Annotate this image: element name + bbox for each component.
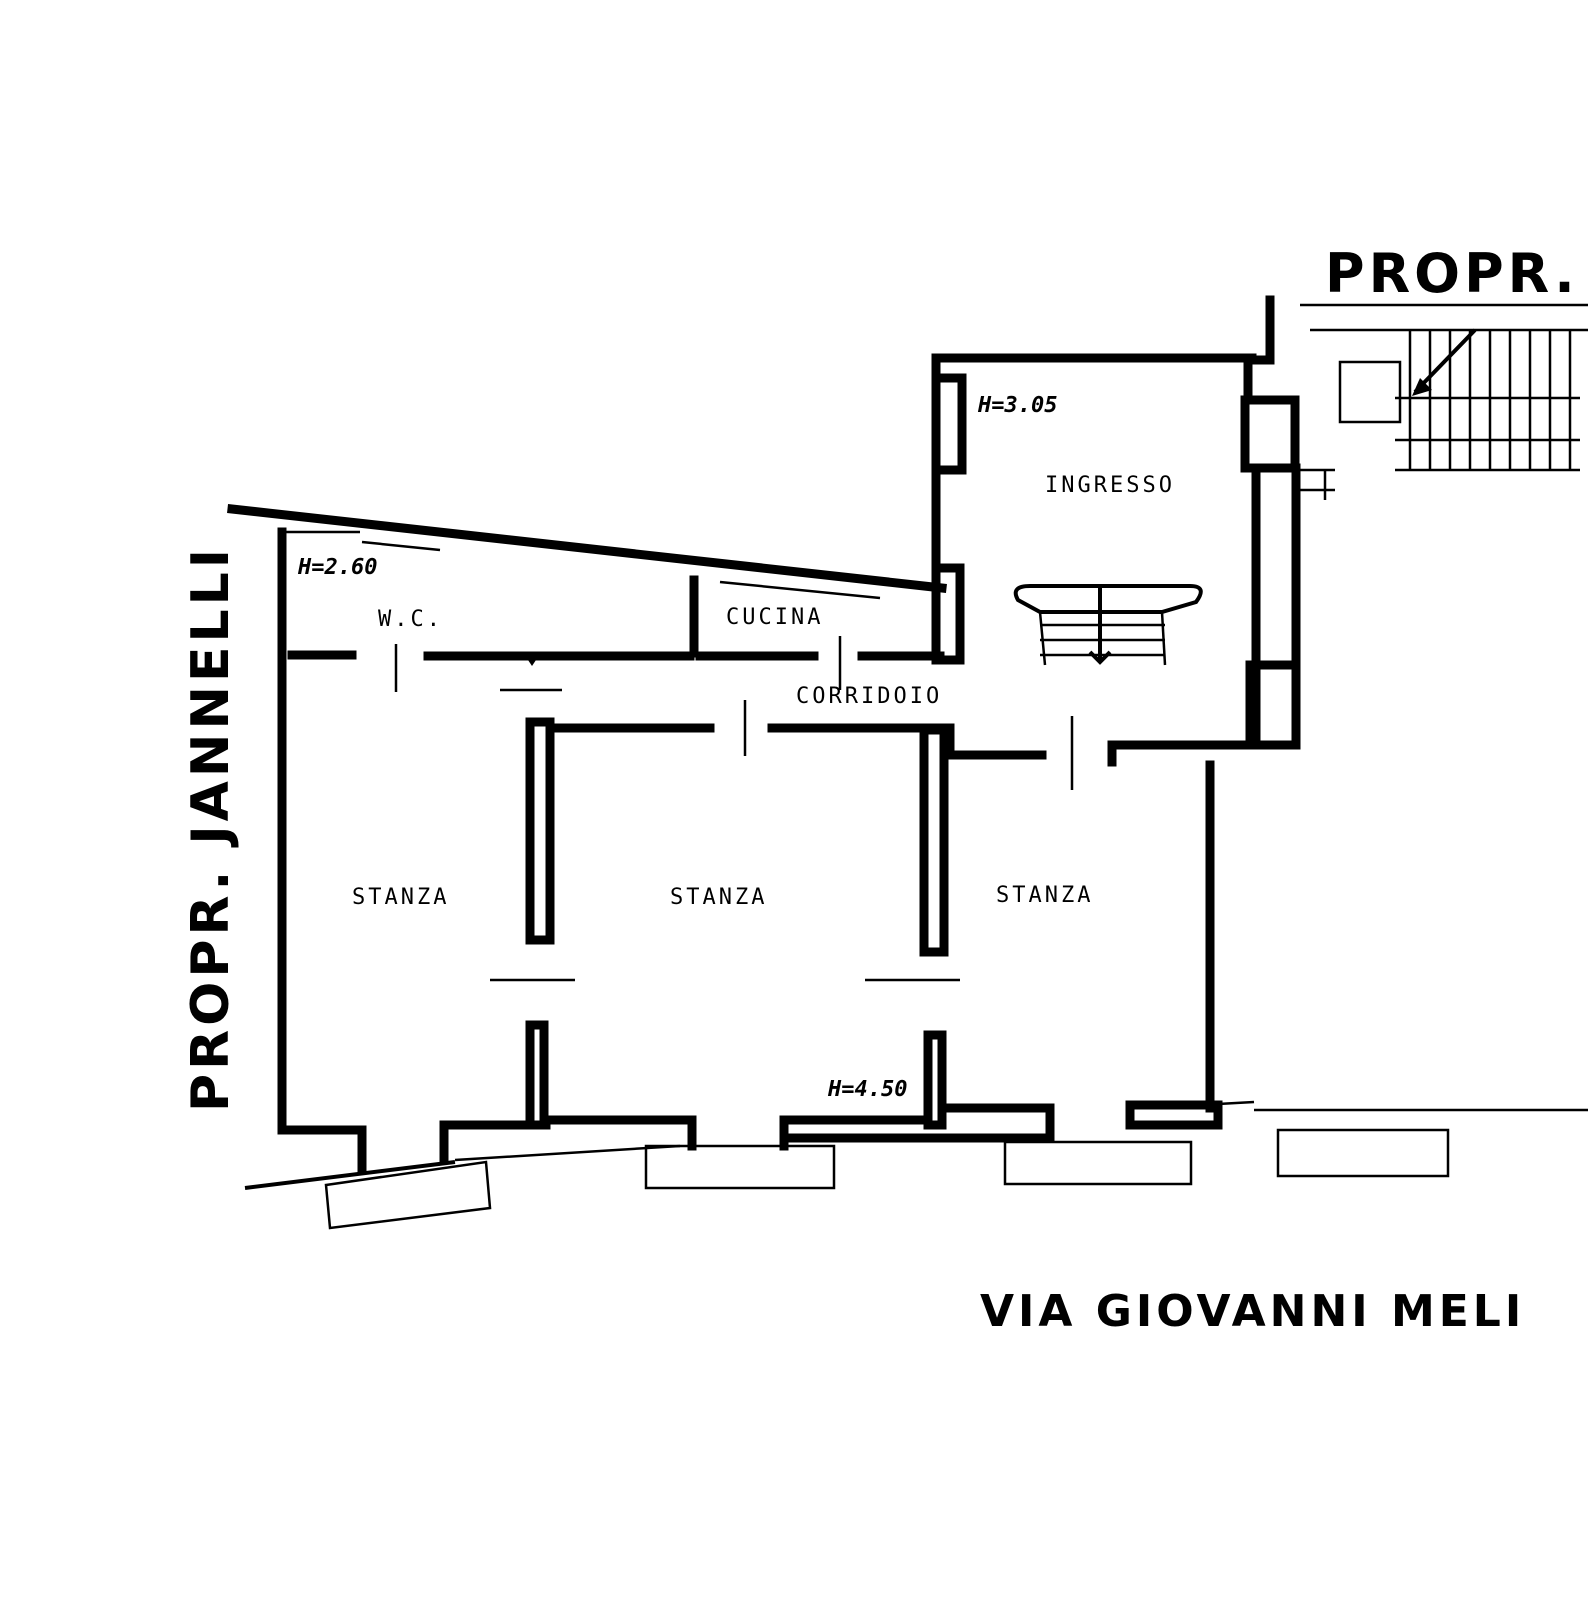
height-label-entrance: H=3.05 [977,393,1057,418]
room-label-stanza-2: STANZA [670,885,767,910]
room-label-entrance: INGRESSO [1045,473,1175,498]
owner-left-label: PROPR. JANNELLI [181,545,241,1112]
labels: PROPR. C PROPR. JANNELLI VIA GIOVANNI ME… [181,242,1588,1337]
height-label-rooms: H=4.50 [827,1077,907,1102]
staircase [1300,303,1588,500]
entrance-walls [931,295,1301,1113]
room-label-stanza-1: STANZA [352,885,449,910]
street-label: VIA GIOVANNI MELI [980,1286,1525,1337]
room-label-stanza-3: STANZA [996,883,1093,908]
entrance-stairs [1013,584,1203,666]
owner-top-label: PROPR. C [1325,242,1588,305]
room-label-corridor: CORRIDOIO [796,684,942,709]
height-label-wc: H=2.60 [297,555,377,580]
room-label-kitchen: CUCINA [726,605,823,630]
main-walls [227,504,1588,1230]
room-label-wc: W.C. [378,607,443,632]
